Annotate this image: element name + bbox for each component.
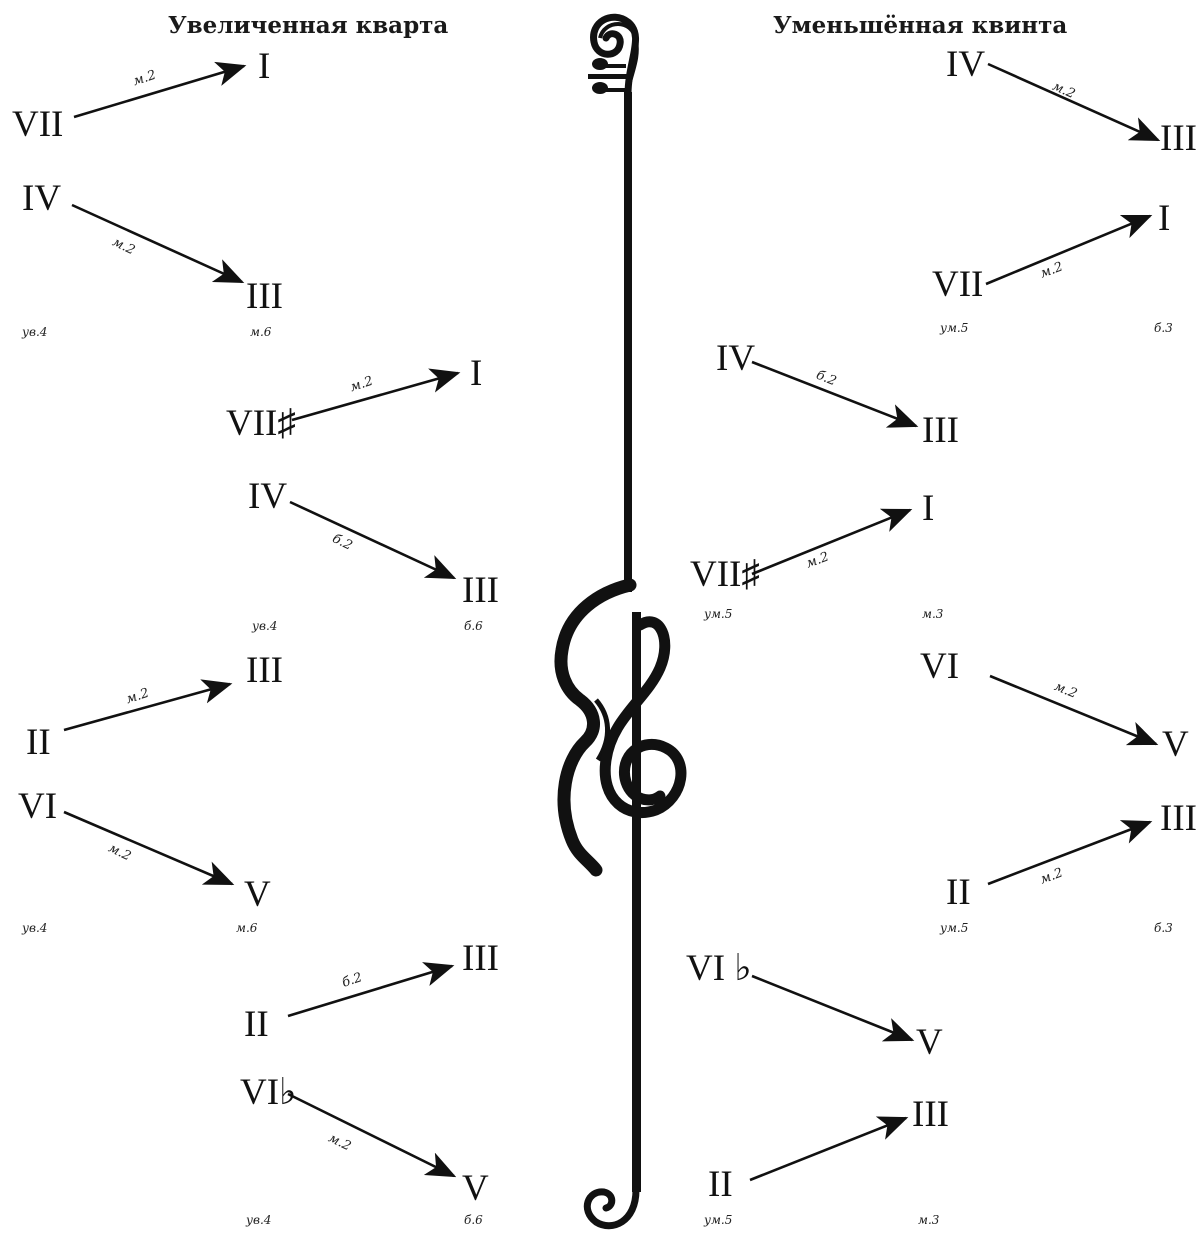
right-g1-a1-to: III bbox=[1160, 118, 1197, 159]
left-g4-a1-from: II bbox=[244, 1004, 269, 1045]
left-g2-a1-arrow bbox=[291, 368, 461, 422]
right-g3-a1-arrow bbox=[989, 674, 1159, 746]
right-g1-a2-from: VII bbox=[932, 264, 984, 305]
right-g4-bottom-left: ум.5 bbox=[704, 1213, 733, 1227]
right-g1-a2-arrow bbox=[985, 214, 1153, 286]
right-g2-a1-arrow bbox=[751, 360, 919, 428]
right-g3-a1-to: V bbox=[1162, 724, 1189, 765]
left-g4-a2-to: V bbox=[462, 1168, 489, 1209]
left-g1-bottom-left: ув.4 bbox=[22, 325, 48, 339]
left-g2-a1-to: I bbox=[470, 353, 483, 394]
right-g1-a2-to: I bbox=[1158, 198, 1171, 239]
left-g2-a2-from: IV bbox=[248, 476, 288, 517]
left-g4-a1-arrow bbox=[287, 962, 455, 1018]
left-g3-a1-arrow bbox=[63, 679, 233, 732]
right-g1-bottom-right: б.3 bbox=[1154, 321, 1173, 335]
left-g1-bottom-right: м.6 bbox=[250, 325, 272, 339]
left-g1-a1-from: VII bbox=[12, 104, 64, 145]
left-g3-bottom-right: м.6 bbox=[236, 921, 258, 935]
left-g3-a2-arrow bbox=[63, 810, 235, 886]
left-g4-bottom-right: б.6 bbox=[464, 1213, 483, 1227]
right-g2-a2-to: I bbox=[922, 488, 935, 529]
right-g3-a2-arrow bbox=[987, 820, 1153, 886]
right-g3-bottom-right: б.3 bbox=[1154, 921, 1173, 935]
right-g2-bottom-left: ум.5 bbox=[704, 607, 733, 621]
right-g1-bottom-left: ум.5 bbox=[940, 321, 969, 335]
left-g1-a1-to: I bbox=[258, 46, 271, 87]
left-g4-a2-arrow bbox=[287, 1092, 457, 1178]
right-title: Уменьшённая квинта bbox=[773, 12, 1068, 39]
right-g4-a2-arrow bbox=[749, 1116, 909, 1182]
left-g2-a2-arrow bbox=[289, 500, 457, 580]
left-g4-a2-from: VI♭ bbox=[240, 1072, 297, 1113]
right-g2-a1-to: III bbox=[922, 410, 959, 451]
left-g1-a2-from: IV bbox=[22, 178, 62, 219]
left-g3-a1-to: III bbox=[246, 650, 283, 691]
right-g1-a1-arrow bbox=[987, 62, 1161, 142]
left-g3-a1-from: II bbox=[26, 722, 51, 763]
right-g4-a1-to: V bbox=[916, 1022, 943, 1063]
left-g4-bottom-left: ув.4 bbox=[246, 1213, 272, 1227]
right-g4-a1-arrow bbox=[751, 974, 915, 1042]
left-g1-a2-to: III bbox=[246, 276, 283, 317]
right-g3-a2-to: III bbox=[1160, 798, 1197, 839]
right-g4-a1-from: VI ♭ bbox=[686, 948, 752, 989]
right-g4-a2-to: III bbox=[912, 1094, 949, 1135]
right-g1-a1-from: IV bbox=[946, 44, 986, 85]
right-g3-a2-from: II bbox=[946, 872, 971, 913]
left-g3-a2-from: VI bbox=[18, 786, 58, 827]
right-g4-a2-from: II bbox=[708, 1164, 733, 1205]
right-g2-a2-arrow bbox=[751, 508, 913, 576]
left-g3-a2-to: V bbox=[244, 874, 271, 915]
left-g1-a1-arrow bbox=[73, 61, 247, 119]
left-g2-a2-to: III bbox=[462, 570, 499, 611]
left-g3-bottom-left: ув.4 bbox=[22, 921, 48, 935]
right-g2-a1-from: IV bbox=[716, 338, 756, 379]
left-g2-bottom-left: ув.4 bbox=[252, 619, 278, 633]
right-g4-bottom-right: м.3 bbox=[918, 1213, 940, 1227]
right-g3-a1-from: VI bbox=[920, 646, 960, 687]
left-g2-bottom-right: б.6 bbox=[464, 619, 483, 633]
right-g3-bottom-left: ум.5 bbox=[940, 921, 969, 935]
left-g4-a1-to: III bbox=[462, 938, 499, 979]
left-g2-a1-from: VII♯ bbox=[226, 403, 296, 444]
right-g2-a2-from: VII♯ bbox=[690, 554, 760, 595]
left-g1-a2-arrow bbox=[71, 203, 245, 284]
right-g2-bottom-right: м.3 bbox=[922, 607, 944, 621]
left-title: Увеличенная кварта bbox=[168, 12, 449, 39]
